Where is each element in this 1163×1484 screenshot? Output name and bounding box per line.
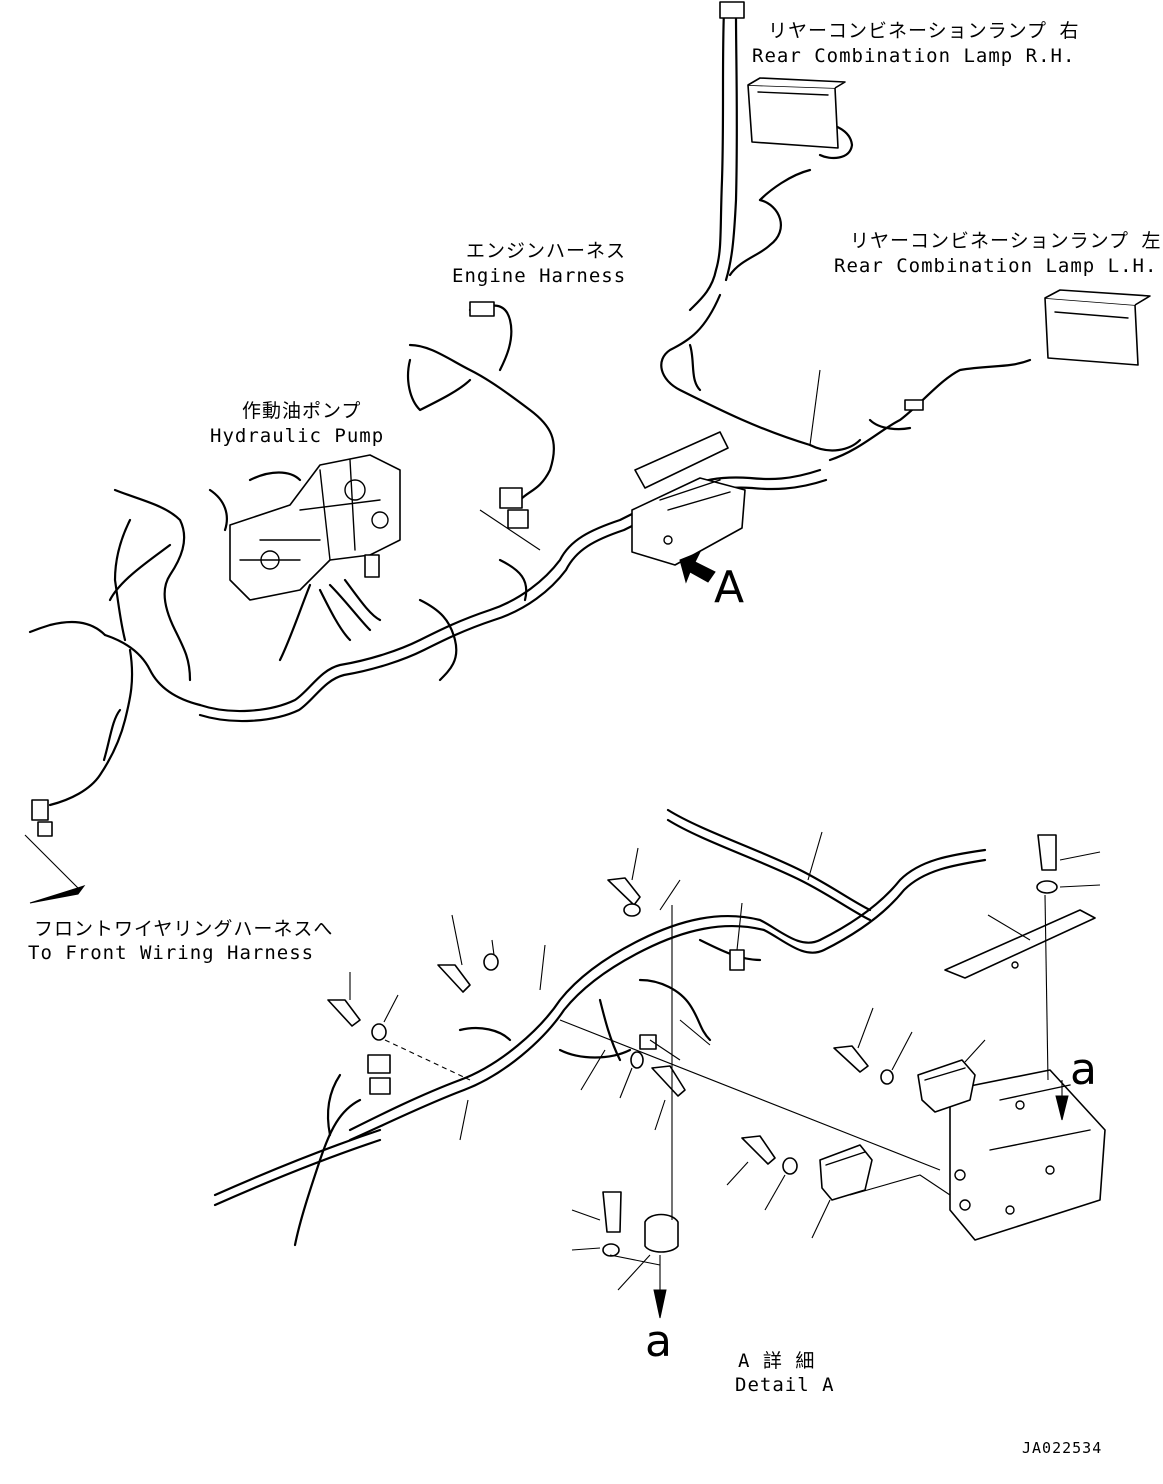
detail-relay-lower (819, 1144, 873, 1201)
detail-frame-rails (213, 808, 872, 1207)
rear-lamp-lh-label-jp: リヤーコンビネーションランプ 左 (850, 230, 1162, 252)
hydraulic-pump-label-en: Hydraulic Pump (210, 425, 385, 447)
detail-bracket-plate (949, 1069, 1106, 1241)
rear-lamp-rh-label-jp: リヤーコンビネーションランプ 右 (768, 20, 1080, 42)
reference-a-upper: a (1070, 1044, 1097, 1095)
detail-cover-plate (944, 909, 1096, 979)
detail-leaders (349, 831, 1101, 1319)
detail-clamp (644, 1213, 679, 1253)
detail-a-label-en: Detail A (735, 1374, 835, 1396)
rear-lamp-lh-harness (808, 358, 1032, 462)
detail-main-harness (293, 848, 987, 1247)
relay-bracket (631, 431, 746, 566)
rear-lamp-rh-label-en: Rear Combination Lamp R.H. (752, 45, 1076, 67)
front-harness-label-jp: フロントワイヤリングハーネスへ (34, 918, 334, 940)
detail-bolts (327, 834, 1057, 1233)
rear-lamp-rh-harness (660, 1, 854, 447)
reference-a-lower: a (645, 1316, 672, 1367)
upper-leaders (479, 369, 821, 551)
detail-washers (371, 880, 1058, 1257)
hydraulic-pump (229, 454, 401, 601)
rear-lamp-lh (1044, 289, 1151, 366)
detail-connectors (367, 949, 745, 1095)
drawing-code: JA022534 (1022, 1439, 1103, 1457)
engine-harness-label-jp: エンジンハーネス (466, 240, 627, 262)
view-marker-a: A (714, 562, 745, 613)
hydraulic-pump-label-jp: 作動油ポンプ (242, 400, 362, 422)
detail-a-label-jp: A 詳 細 (738, 1350, 816, 1372)
front-harness-label-en: To Front Wiring Harness (28, 942, 315, 964)
detail-relay-upper (917, 1059, 976, 1113)
engine-harness (406, 301, 555, 529)
front-harness-connector (24, 799, 86, 904)
view-arrow-a (679, 551, 716, 584)
engine-harness-label-en: Engine Harness (452, 265, 627, 287)
valve-bank-harness (278, 554, 528, 682)
rear-lamp-lh-label-en: Rear Combination Lamp L.H. (834, 255, 1158, 277)
rear-lamp-rh (747, 77, 846, 149)
